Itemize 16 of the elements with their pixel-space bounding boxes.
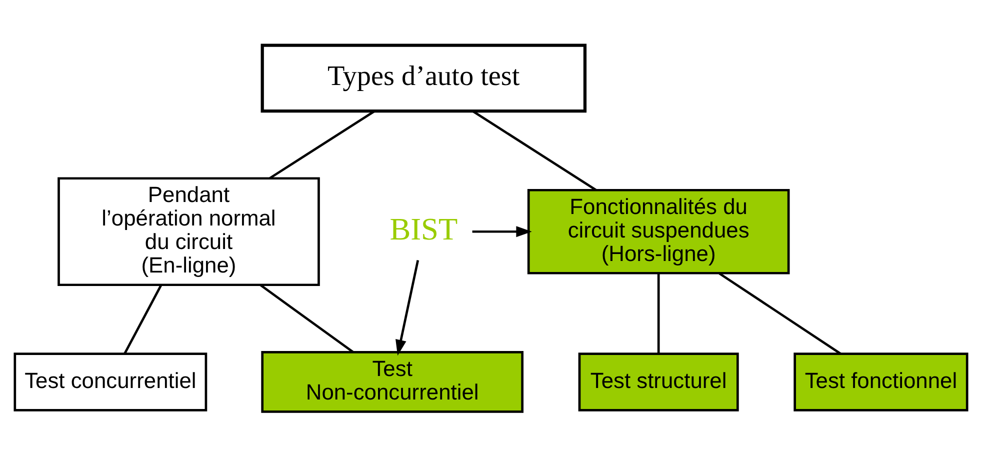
connector	[260, 284, 354, 354]
connector	[124, 284, 162, 354]
node-box: Test concurrentiel	[14, 352, 208, 412]
node-text: BIST	[390, 211, 458, 246]
connector	[657, 273, 660, 354]
arrow	[396, 260, 420, 356]
connector	[718, 272, 842, 355]
node-box: Test Non-concurrentiel	[261, 351, 524, 413]
arrow	[472, 226, 532, 238]
node-box: Types d’auto test	[260, 44, 587, 113]
node-box: Test fonctionnel	[794, 352, 968, 412]
node-box: Fonctionnalités du circuit suspendues (Hors-ligne)	[527, 188, 790, 274]
node-box: Test structurel	[578, 352, 739, 412]
connector	[269, 110, 376, 180]
node-box: Pendant l’opération normal du circuit (En-ligne)	[58, 177, 320, 286]
connector	[472, 110, 597, 191]
